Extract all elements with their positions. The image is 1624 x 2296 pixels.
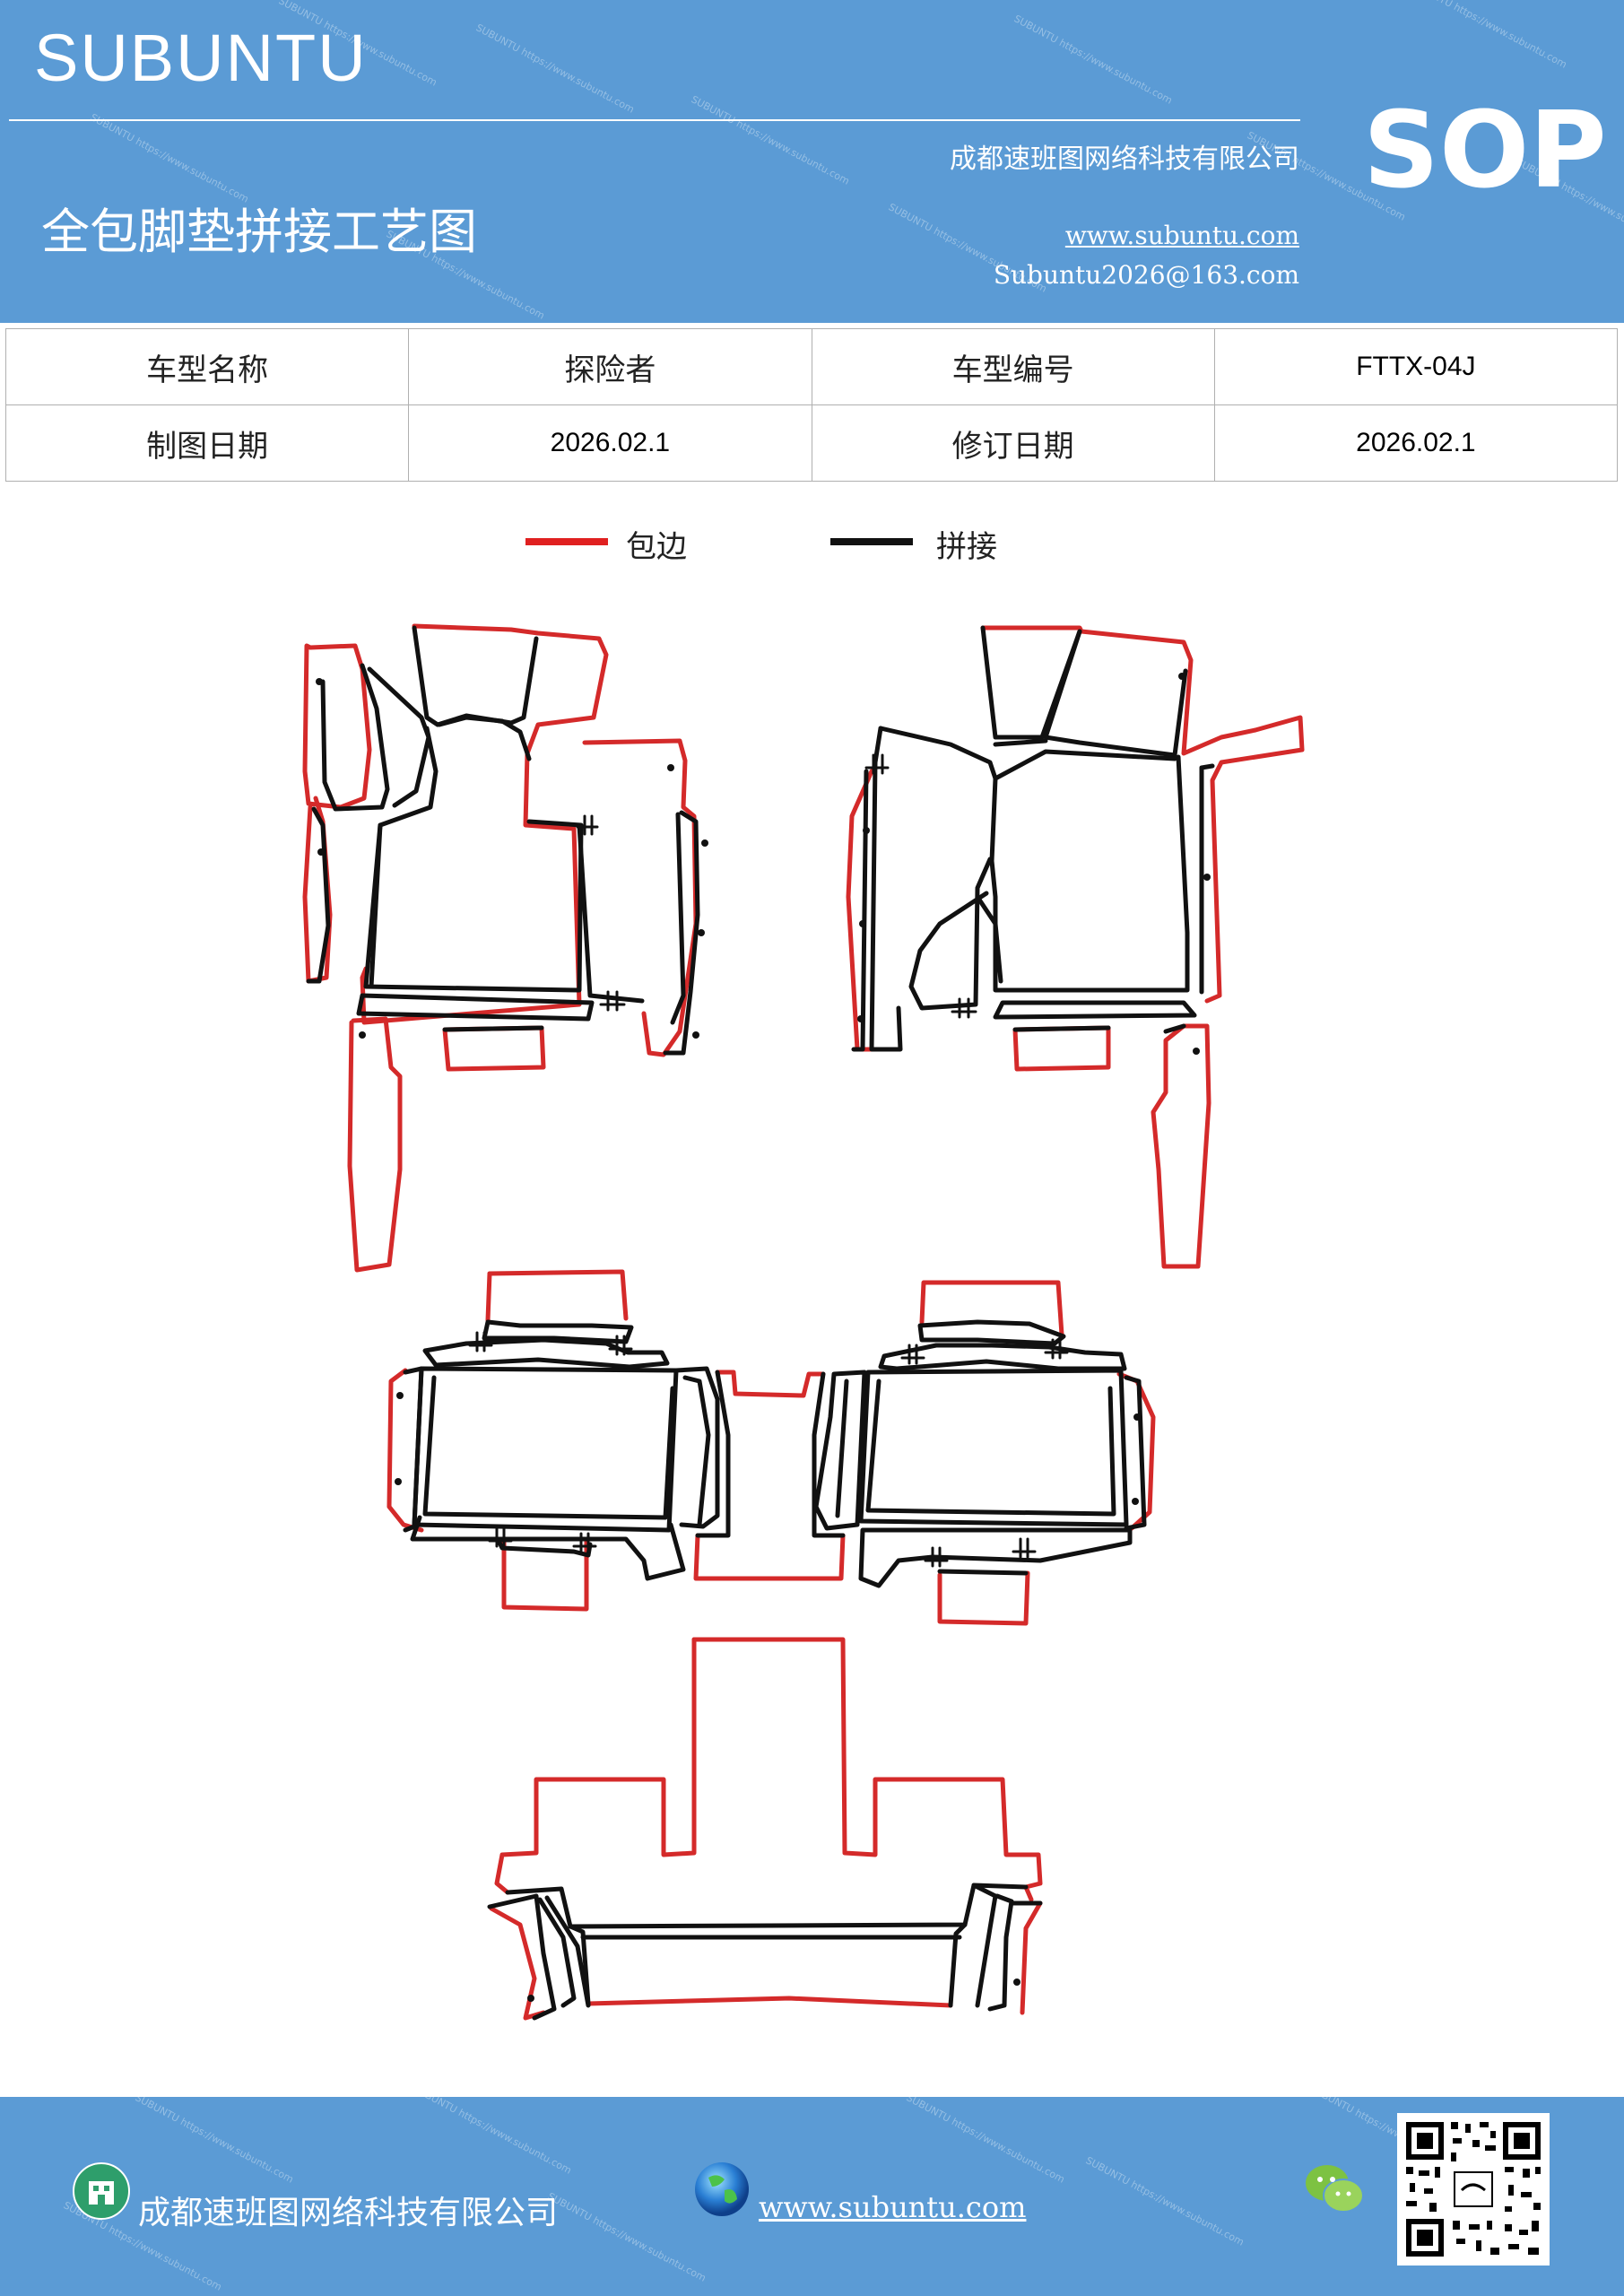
front-right-mat: [846, 625, 1305, 1269]
header-website-link[interactable]: www.subuntu.com: [1064, 221, 1299, 250]
table-row: 制图日期 2026.02.1 修订日期 2026.02.1: [4, 404, 1619, 482]
model-name-label: 车型名称: [4, 328, 410, 405]
floor-mat-diagram: [302, 623, 1305, 2021]
middle-left-mat: [386, 1269, 720, 1612]
qr-code: [1397, 2113, 1550, 2266]
rear-mat: [487, 1637, 1043, 2021]
page-title: 全包脚垫拼接工艺图: [41, 204, 477, 260]
brand-name: SUBUNTU: [34, 21, 368, 95]
sop-badge: SOP: [1363, 88, 1607, 212]
revise-date-label: 修订日期: [811, 404, 1215, 482]
draw-date-value: 2026.02.1: [408, 404, 812, 482]
building-icon: [73, 2162, 130, 2220]
qr-code-graphic: [1406, 2122, 1541, 2257]
footer-website-link[interactable]: www.subuntu.com: [759, 2190, 1027, 2224]
legend: 包边 拼接: [0, 520, 1624, 574]
header-divider: [9, 119, 1300, 121]
footer-banner: SUBUNTU https://www.subuntu.com SUBUNTU …: [0, 2097, 1624, 2296]
model-name-value: 探险者: [408, 328, 812, 405]
footer-company: 成都速班图网络科技有限公司: [138, 2195, 559, 2231]
middle-right-mat: [813, 1280, 1156, 1626]
header-company: 成都速班图网络科技有限公司: [950, 144, 1299, 175]
legend-label-binding: 包边: [626, 529, 687, 565]
table-row: 车型名称 探险者 车型编号 FTTX-04J: [4, 328, 1619, 405]
header-banner: SUBUNTU https://www.subuntu.com SUBUNTU …: [0, 0, 1624, 323]
model-code-label: 车型编号: [811, 328, 1215, 405]
header-email: Subuntu2026@163.com: [993, 260, 1299, 290]
legend-swatch-binding: [525, 538, 608, 545]
legend-swatch-splice: [830, 538, 913, 545]
wechat-icon: [1306, 2165, 1364, 2213]
draw-date-label: 制图日期: [4, 404, 410, 482]
info-table: 车型名称 探险者 车型编号 FTTX-04J 制图日期 2026.02.1 修订…: [4, 328, 1619, 482]
legend-label-splice: 拼接: [936, 529, 997, 565]
middle-center-mat: [693, 1370, 846, 1581]
globe-icon: [695, 2162, 749, 2216]
revise-date-value: 2026.02.1: [1213, 404, 1619, 482]
front-left-mat: [302, 623, 708, 1273]
model-code-value: FTTX-04J: [1213, 328, 1619, 405]
